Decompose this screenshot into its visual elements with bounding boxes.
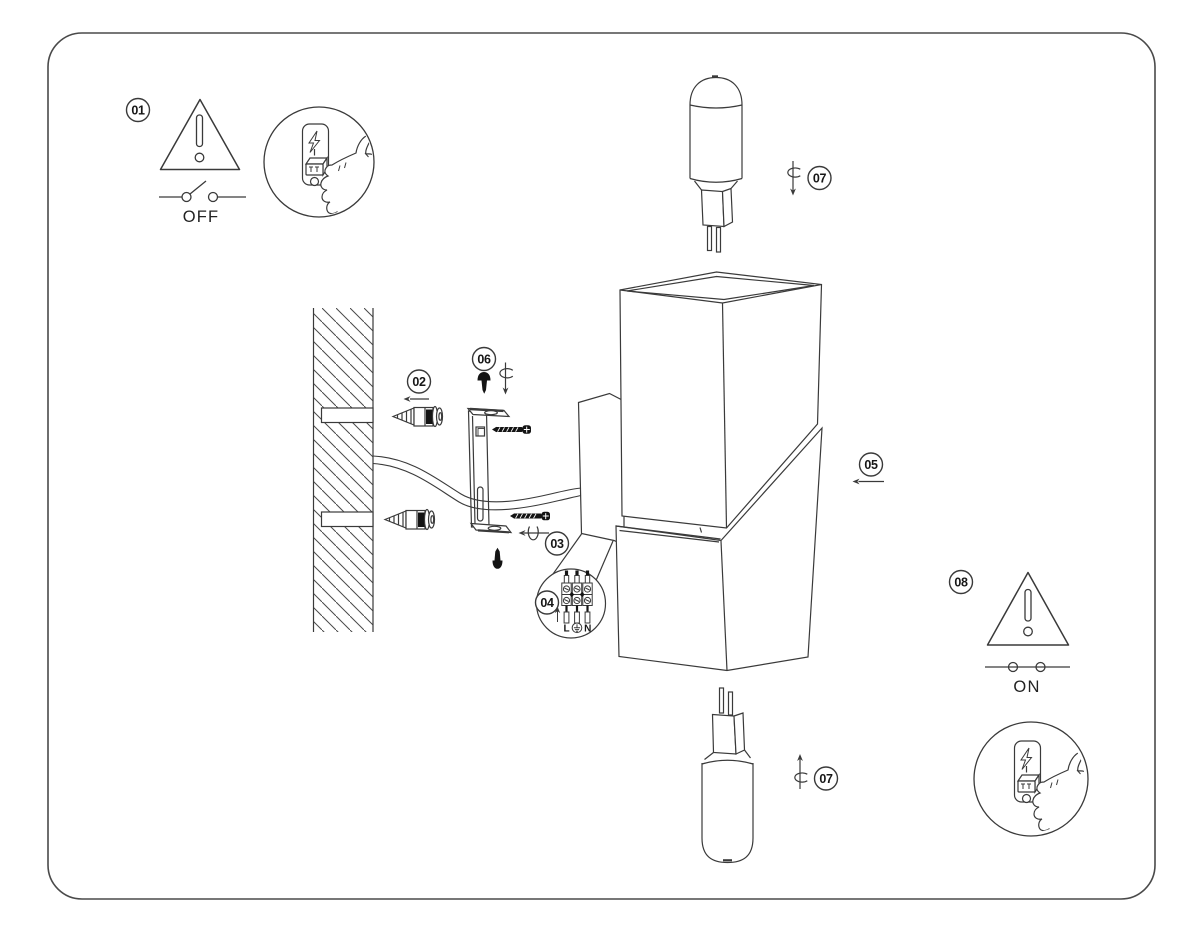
lamp-body xyxy=(552,271,823,672)
off-label: OFF xyxy=(183,208,220,226)
step-06-badge: 06 xyxy=(471,346,497,372)
step-08-power-on: 08 ON xyxy=(948,569,1095,850)
warning-triangle-icon xyxy=(986,571,1070,646)
lamp-lower-body xyxy=(615,426,823,672)
step-04-wiring-detail: L N 04 xyxy=(534,568,607,639)
page-border xyxy=(47,32,1156,900)
step-07-label: 07 xyxy=(819,772,833,786)
step-07-badge-top: 07 xyxy=(807,165,832,191)
wall-anchor-icon xyxy=(392,405,444,428)
step-05-attach: 05 xyxy=(852,452,884,485)
step-08-label: 08 xyxy=(954,575,968,589)
live-label: L xyxy=(563,624,569,635)
power-switch-detail-off xyxy=(263,106,383,232)
step-05-badge: 05 xyxy=(858,452,884,477)
on-label: ON xyxy=(1013,678,1040,696)
mounting-bracket-group: 03 06 xyxy=(466,346,570,569)
step-03-label: 03 xyxy=(550,537,564,551)
supply-cable xyxy=(372,455,582,511)
step-04-label: 04 xyxy=(540,596,554,610)
insert-arrow-icon xyxy=(554,606,561,622)
direction-arrow-icon xyxy=(852,478,884,485)
step-02-badge: 02 xyxy=(406,369,432,394)
wall-section xyxy=(312,308,374,632)
step-02-label: 02 xyxy=(412,375,426,389)
g9-bulb-top xyxy=(689,75,743,253)
step-01-label: 01 xyxy=(131,103,145,117)
mains-wires xyxy=(563,605,591,624)
step-03-badge: 03 xyxy=(544,531,570,556)
warning-triangle-icon xyxy=(159,98,241,171)
rotation-arrow-icon xyxy=(518,526,549,541)
closed-switch-icon xyxy=(985,661,1070,673)
rotation-arrow-icon xyxy=(499,362,514,395)
step-01-badge: 01 xyxy=(125,97,151,123)
bracket-screw-bottom xyxy=(510,511,550,521)
step-04-badge: 04 xyxy=(534,590,560,615)
drill-hole-top xyxy=(320,407,374,424)
mounting-bracket xyxy=(466,407,513,534)
g9-bulb-bottom xyxy=(701,687,754,864)
step-05-label: 05 xyxy=(864,458,878,472)
wall-anchor-icon xyxy=(384,508,436,531)
step-07-badge-bottom: 07 xyxy=(813,766,839,791)
grub-screw-top xyxy=(477,372,491,394)
open-switch-icon xyxy=(159,180,246,203)
power-switch-detail-on xyxy=(973,721,1095,849)
step-01-power-off: 01 OFF xyxy=(125,97,383,233)
rotation-arrow-icon xyxy=(787,161,801,196)
grub-screw-bottom xyxy=(492,547,503,569)
drill-hole-bottom xyxy=(320,511,374,528)
detail-leader-line xyxy=(595,540,614,580)
step-08-badge: 08 xyxy=(948,569,974,595)
fixture-wires xyxy=(563,570,591,584)
rotation-arrow-icon xyxy=(794,754,808,789)
step-06-label: 06 xyxy=(477,352,491,366)
earth-ground-icon xyxy=(571,622,583,634)
terminal-block-icon xyxy=(554,570,593,624)
lamp-back-plate xyxy=(577,392,625,546)
step-02-wall-anchors: 02 xyxy=(312,308,444,632)
step-07-bulbs: 07 07 xyxy=(689,75,839,864)
neutral-label: N xyxy=(584,624,591,635)
bracket-screw-top xyxy=(492,425,531,434)
anchor-direction-arrow xyxy=(403,396,429,402)
lamp-upper-body xyxy=(619,271,823,529)
step-07-label: 07 xyxy=(813,171,827,185)
detail-leader-line xyxy=(552,533,582,575)
